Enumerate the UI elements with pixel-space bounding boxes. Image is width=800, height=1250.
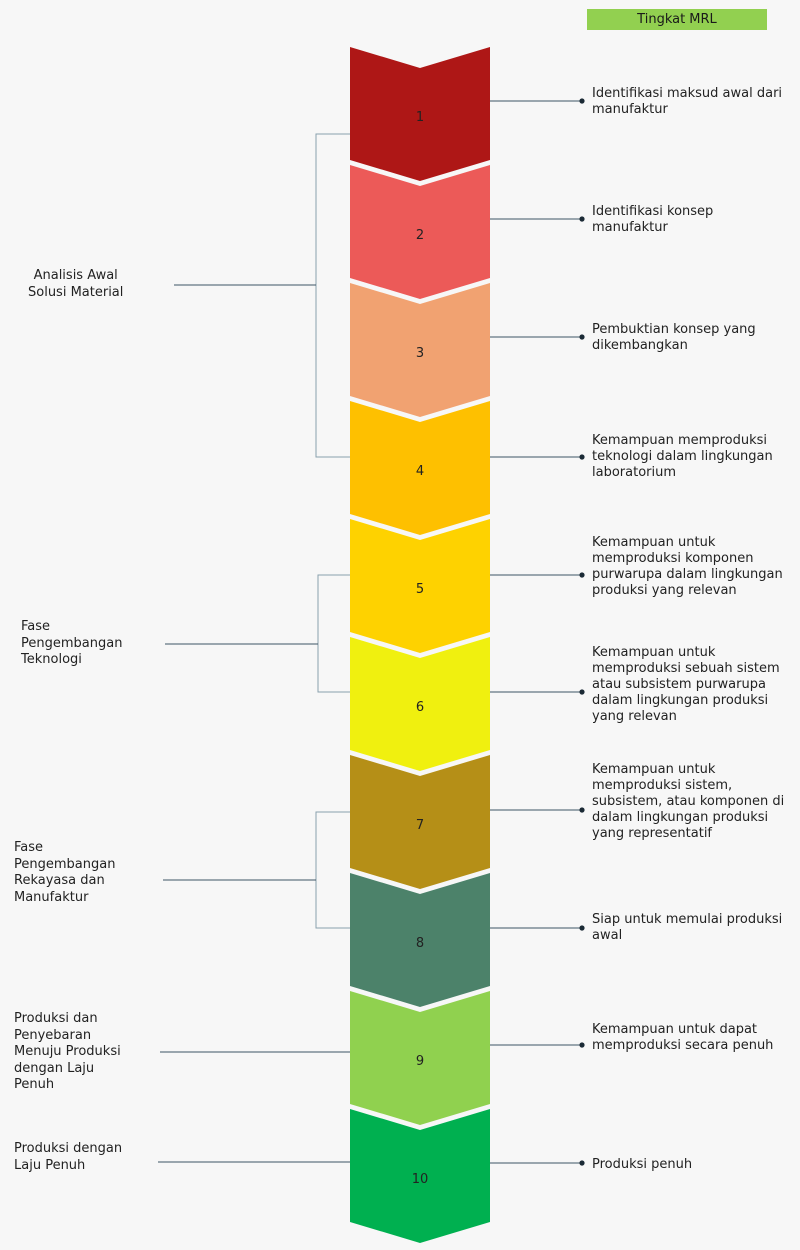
phase-label-analisis: Analisis Awal Solusi Material	[28, 268, 124, 300]
chevron-level-5	[350, 519, 490, 653]
chevron-level-7	[350, 755, 490, 889]
chevron-number-1: 1	[416, 110, 424, 125]
phase-label-rekayasa: Fase Pengembangan Rekayasa dan Manufaktu…	[14, 840, 116, 905]
chevron-number-7: 7	[416, 818, 424, 833]
phase-label-laju-penuh: Produksi dengan Laju Penuh	[14, 1141, 123, 1173]
level-description-10: Produksi penuh	[592, 1157, 693, 1172]
level-description-8: Siap untuk memulai produksi awal	[592, 912, 783, 943]
chevron-number-9: 9	[416, 1054, 424, 1069]
legend-mrl-level: Tingkat MRL	[587, 9, 767, 30]
chevron-number-5: 5	[416, 582, 424, 597]
phase-bracket-3	[315, 811, 350, 929]
chevron-number-10: 10	[412, 1172, 429, 1187]
chevron-level-10	[350, 1109, 490, 1243]
connector-dot-10	[579, 1160, 585, 1166]
chevron-number-6: 6	[416, 700, 424, 715]
chevron-level-1	[350, 47, 490, 181]
chevron-level-6	[350, 637, 490, 771]
phase-label-penyebaran: Produksi dan Penyebaran Menuju Produksi …	[14, 1011, 121, 1092]
level-description-2: Identifikasi konsep manufaktur	[592, 204, 714, 235]
chevron-level-2	[350, 165, 490, 299]
chevron-number-8: 8	[416, 936, 424, 951]
connector-dot-8	[579, 925, 585, 931]
phase-bracket-2	[317, 574, 350, 693]
connector-dot-1	[579, 98, 585, 104]
chevron-level-4	[350, 401, 490, 535]
connector-dot-4	[579, 454, 585, 460]
chevron-level-8	[350, 873, 490, 1007]
connector-dot-5	[579, 572, 585, 578]
chevron-number-3: 3	[416, 346, 424, 361]
connector-dot-7	[579, 807, 585, 813]
connector-dot-9	[579, 1042, 585, 1048]
level-description-3: Pembuktian konsep yang dikembangkan	[592, 322, 756, 353]
connector-dot-2	[579, 216, 585, 222]
connector-dot-3	[579, 334, 585, 340]
chevron-number-2: 2	[416, 228, 424, 243]
level-description-5: Kemampuan untuk memproduksi komponen pur…	[592, 535, 783, 598]
chevron-number-4: 4	[416, 464, 424, 479]
level-description-7: Kemampuan untuk memproduksi sistem, subs…	[592, 762, 785, 841]
level-description-1: Identifikasi maksud awal dari manufaktur	[592, 86, 783, 117]
level-description-9: Kemampuan untuk dapat memproduksi secara…	[592, 1022, 774, 1053]
level-description-6: Kemampuan untuk memproduksi sebuah siste…	[592, 645, 780, 724]
chevron-level-3	[350, 283, 490, 417]
chevron-level-9	[350, 991, 490, 1125]
phase-label-teknologi: Fase Pengembangan Teknologi	[21, 619, 123, 667]
connector-dot-6	[579, 689, 585, 695]
phase-bracket-1	[315, 133, 350, 458]
level-description-4: Kemampuan memproduksi teknologi dalam li…	[592, 433, 773, 480]
